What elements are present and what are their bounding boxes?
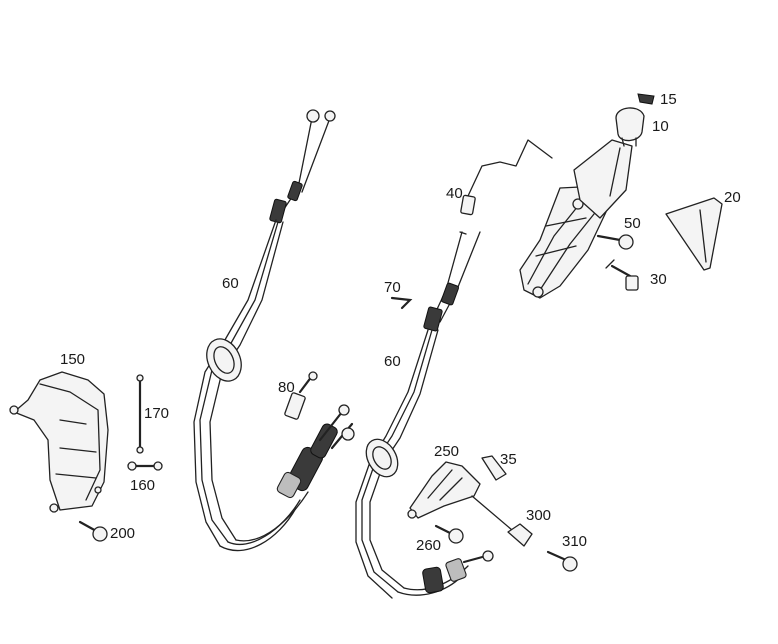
callout-15: 15 bbox=[660, 91, 677, 108]
callout-310: 310 bbox=[562, 533, 587, 550]
shift-cable-left[interactable] bbox=[193, 109, 355, 552]
callout-250: 250 bbox=[434, 443, 459, 460]
callout-30: 30 bbox=[650, 271, 667, 288]
shift-cable-right[interactable] bbox=[355, 231, 494, 599]
clip-35[interactable] bbox=[481, 455, 507, 481]
callout-200: 200 bbox=[110, 525, 135, 542]
clip-70[interactable] bbox=[390, 296, 413, 310]
bolt-260[interactable] bbox=[434, 524, 464, 544]
shift-knob[interactable] bbox=[615, 107, 645, 147]
pin-160[interactable] bbox=[127, 461, 163, 471]
rod-170[interactable] bbox=[136, 374, 144, 454]
callout-150: 150 bbox=[60, 351, 85, 368]
callout-50: 50 bbox=[624, 215, 641, 232]
cable-end-80[interactable] bbox=[284, 371, 318, 420]
callout-70: 70 bbox=[384, 279, 401, 296]
clip-15[interactable] bbox=[637, 93, 655, 105]
callout-160: 160 bbox=[130, 477, 155, 494]
callout-300: 300 bbox=[526, 507, 551, 524]
callout-260: 260 bbox=[416, 537, 441, 554]
bracket-150[interactable] bbox=[9, 371, 109, 513]
bracket-250[interactable] bbox=[407, 461, 481, 519]
bolt-310[interactable] bbox=[546, 550, 578, 572]
shift-boot[interactable] bbox=[573, 139, 633, 219]
callout-60-left: 60 bbox=[222, 275, 239, 292]
callout-60-right: 60 bbox=[384, 353, 401, 370]
callout-170: 170 bbox=[144, 405, 169, 422]
bolt-50[interactable] bbox=[596, 234, 634, 250]
bracket-30[interactable] bbox=[605, 259, 639, 291]
callout-10: 10 bbox=[652, 118, 669, 135]
callout-35: 35 bbox=[500, 451, 517, 468]
bolt-200[interactable] bbox=[78, 520, 108, 542]
shift-lever-housing[interactable] bbox=[519, 185, 607, 299]
callout-40: 40 bbox=[446, 185, 463, 202]
bracket-300[interactable] bbox=[471, 495, 533, 547]
cover-20[interactable] bbox=[665, 197, 723, 271]
cable-40[interactable] bbox=[460, 139, 553, 216]
callout-20: 20 bbox=[724, 189, 741, 206]
callout-80: 80 bbox=[278, 379, 295, 396]
